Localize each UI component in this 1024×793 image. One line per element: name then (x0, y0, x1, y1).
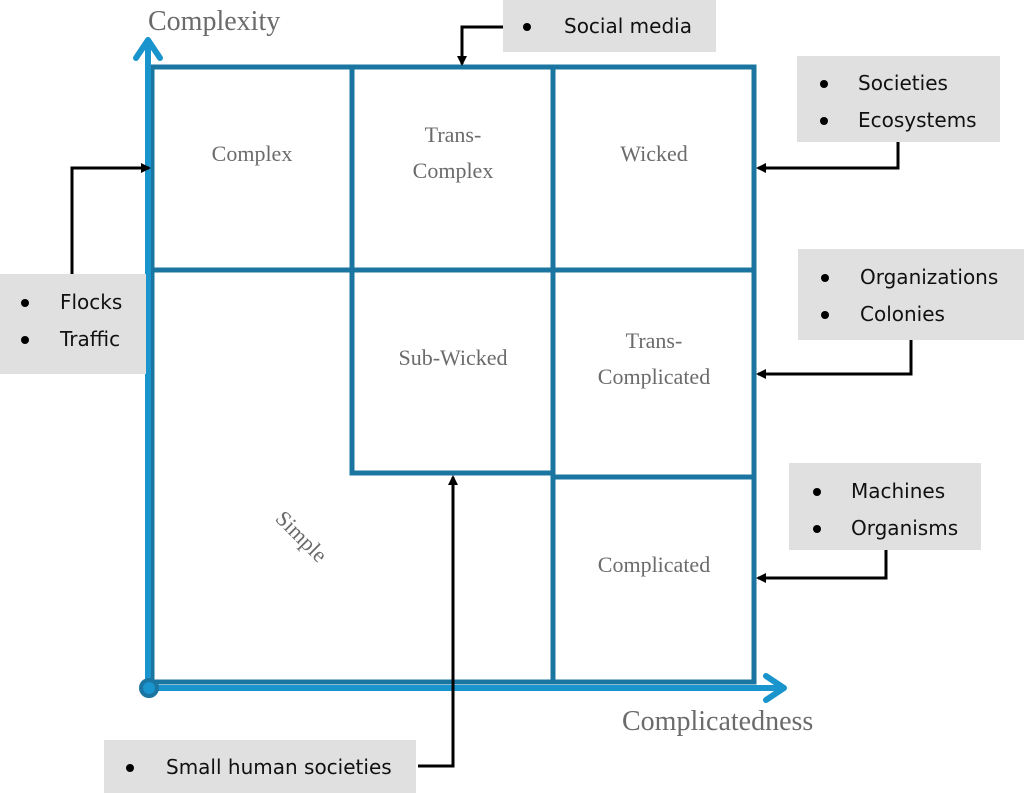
region-trans-complicated-label-line2: Complicated (598, 364, 710, 389)
arrow-flocks (70, 163, 151, 274)
region-trans-complex-label-line1: Trans- (425, 122, 482, 147)
x-axis-label: Complicatedness (622, 706, 813, 737)
region-trans-complex-label-line2: Complex (413, 158, 494, 183)
arrow-organizations (756, 340, 913, 379)
connectors (70, 25, 913, 768)
bullet-icon (820, 117, 828, 125)
bullet-icon (126, 764, 134, 772)
callout-item: Traffic (0, 321, 146, 358)
callout-item-text: Small human societies (166, 755, 392, 779)
callout-social-media: Social media (503, 0, 716, 52)
callout-small-societies: Small human societies (104, 740, 416, 793)
bullet-icon (21, 336, 29, 344)
callout-item: Small human societies (104, 749, 416, 786)
callout-item-text: Societies (858, 71, 948, 95)
region-simple-label: Simple (271, 505, 333, 567)
callout-item-text: Flocks (60, 290, 123, 314)
arrow-machines (756, 550, 888, 583)
axis-origin-dot (139, 678, 159, 698)
callout-item: Colonies (798, 296, 1024, 333)
callout-item-text: Colonies (860, 302, 945, 326)
callout-item-text: Machines (851, 479, 946, 503)
region-complicated-label: Complicated (598, 552, 710, 577)
callout-item: Ecosystems (797, 102, 1000, 139)
bullet-icon (820, 80, 828, 88)
region-complex-label: Complex (212, 141, 293, 166)
callout-item: Social media (503, 8, 716, 45)
y-axis-arrowhead (133, 37, 163, 61)
region-sub-wicked-label: Sub-Wicked (398, 345, 507, 370)
callout-item-text: Ecosystems (858, 108, 977, 132)
callout-item: Organisms (789, 510, 981, 547)
callout-item-text: Traffic (60, 327, 121, 351)
callout-item: Machines (789, 473, 981, 510)
bullet-icon (523, 23, 531, 31)
y-axis-label: Complexity (148, 6, 280, 37)
callout-item: Societies (797, 65, 1000, 102)
region-wicked-label: Wicked (620, 141, 688, 166)
bullet-icon (821, 311, 829, 319)
callout-item: Flocks (0, 284, 146, 321)
callout-societies: Societies Ecosystems (797, 56, 1000, 142)
callout-item-text: Organizations (860, 265, 999, 289)
callout-flocks: Flocks Traffic (0, 274, 146, 374)
arrow-social-media (457, 25, 503, 66)
arrow-small-societies (418, 475, 458, 768)
bullet-icon (813, 525, 821, 533)
bullet-icon (813, 488, 821, 496)
callout-item-text: Social media (564, 14, 692, 38)
callout-item-text: Organisms (851, 516, 959, 540)
bullet-icon (21, 299, 29, 307)
callout-item: Organizations (798, 259, 1024, 296)
arrow-societies (756, 142, 900, 173)
axes (133, 37, 787, 703)
bullet-icon (821, 274, 829, 282)
callout-machines: Machines Organisms (789, 463, 981, 550)
region-trans-complicated-label-line1: Trans- (626, 328, 683, 353)
x-axis-arrowhead (763, 673, 787, 703)
callout-organizations: Organizations Colonies (798, 249, 1024, 340)
